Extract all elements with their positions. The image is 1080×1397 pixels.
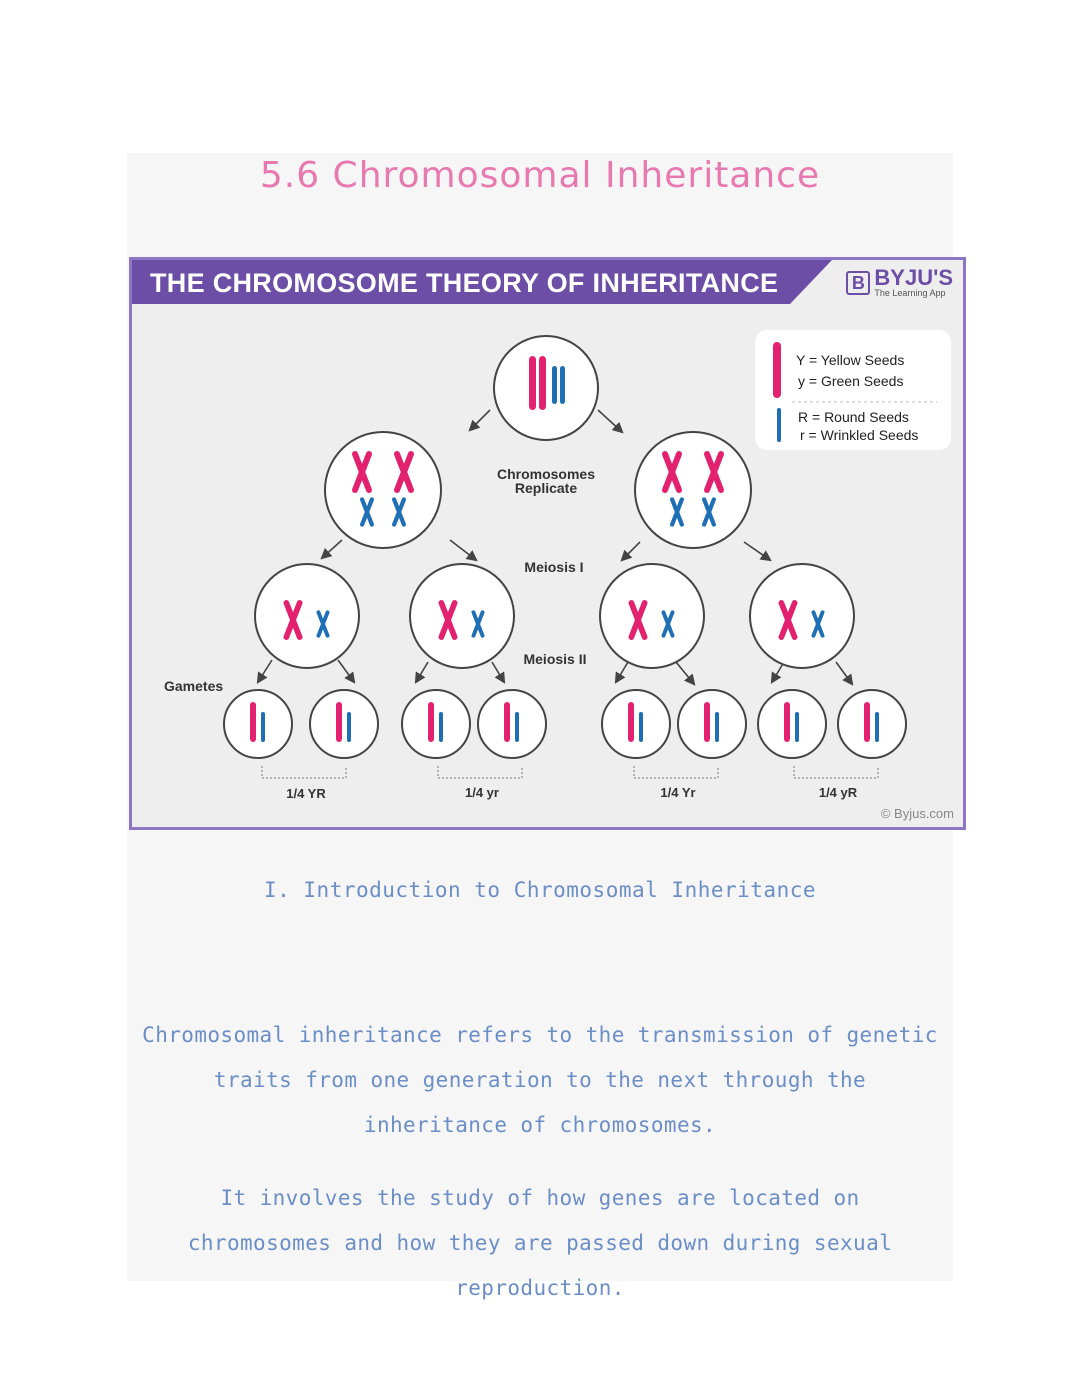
chromosome-x (702, 497, 716, 527)
chromosome-bar (784, 702, 790, 742)
cell-meiosis-1 (254, 563, 360, 669)
chromosome-x (360, 497, 374, 527)
ratio-brackets (261, 766, 879, 779)
chromosome-bar (529, 356, 536, 410)
chromosome-x (778, 600, 798, 640)
cell-replicated (324, 431, 442, 549)
cell-gamete (223, 689, 293, 759)
ratio-yr-big: 1/4 YR (286, 786, 326, 801)
cell-gamete (757, 689, 827, 759)
chromosome-bar (795, 712, 799, 742)
chromosome-bar (552, 366, 557, 404)
blue-chromosome-icon (777, 408, 781, 442)
chromosome-x (394, 451, 414, 493)
pink-chromosome-icon (773, 342, 781, 398)
chromosome-x (438, 600, 458, 640)
chromosome-x (662, 451, 682, 493)
label-gametes: Gametes (164, 678, 223, 694)
chromosome-bar (347, 712, 351, 742)
ratio-yr-small: 1/4 yr (465, 785, 499, 800)
section-heading: I. Introduction to Chromosomal Inheritan… (263, 878, 816, 902)
chromosome-bar (639, 712, 643, 742)
chromosome-figure: THE CHROMOSOME THEORY OF INHERITANCE B B… (129, 257, 966, 830)
label-replicate: Replicate (515, 480, 577, 496)
chromosome-x (316, 610, 330, 638)
chromosome-bar (336, 702, 342, 742)
chromosome-bar (875, 712, 879, 742)
legend-wrinkled: r = Wrinkled Seeds (800, 427, 918, 443)
cell-gamete (837, 689, 907, 759)
legend-yellow: Y = Yellow Seeds (796, 352, 904, 368)
chromosome-x (283, 600, 303, 640)
ratio-Yr: 1/4 Yr (660, 785, 695, 800)
cell-gamete (601, 689, 671, 759)
page-title: 5.6 Chromosomal Inheritance (259, 155, 821, 196)
ratio-yR: 1/4 yR (819, 785, 858, 800)
intro-paragraph-1: Chromosomal inheritance refers to the tr… (142, 1023, 938, 1137)
chromosome-bar (504, 702, 510, 742)
figure-banner: THE CHROMOSOME THEORY OF INHERITANCE (132, 260, 832, 304)
chromosome-x (352, 451, 372, 493)
chromosome-x (670, 497, 684, 527)
brand-name: BYJU'S (874, 265, 953, 290)
chromosome-bar (715, 712, 719, 742)
cell-gamete (309, 689, 379, 759)
chromosome-bar (439, 712, 443, 742)
label-meiosis-1: Meiosis I (524, 559, 583, 575)
chromosome-x (471, 610, 485, 638)
chromosome-bar (628, 702, 634, 742)
byjus-logo-icon: B (846, 271, 871, 295)
label-chromosomes: Chromosomes (497, 466, 595, 482)
chromosome-x (704, 451, 724, 493)
legend-round: R = Round Seeds (798, 409, 909, 425)
chromosome-bar (539, 356, 546, 410)
legend: Y = Yellow Seeds y = Green Seeds R = Rou… (755, 330, 951, 450)
cell-replicated (634, 431, 752, 549)
chromosome-bar (261, 712, 265, 742)
chromosome-x (392, 497, 406, 527)
chromosome-bar (560, 366, 565, 404)
flow-arrows (256, 409, 854, 686)
cell-meiosis-1 (599, 563, 705, 669)
cell-meiosis-1 (409, 563, 515, 669)
figure-banner-title: THE CHROMOSOME THEORY OF INHERITANCE (150, 268, 779, 298)
legend-green: y = Green Seeds (798, 373, 903, 389)
label-meiosis-2: Meiosis II (523, 651, 586, 667)
chromosome-x (661, 610, 675, 638)
chromosome-x (628, 600, 648, 640)
byjus-logo: B BYJU'S The Learning App (846, 265, 953, 298)
brand-tagline: The Learning App (874, 288, 946, 298)
inheritance-diagram: Y = Yellow Seeds y = Green Seeds R = Rou… (164, 330, 954, 821)
copyright: © Byjus.com (881, 806, 954, 821)
cell-gamete (477, 689, 547, 759)
chromosome-bar (250, 702, 256, 742)
chromosome-bar (864, 702, 870, 742)
chromosome-bar (704, 702, 710, 742)
cell-diagrams (223, 335, 907, 759)
chromosome-bar (515, 712, 519, 742)
chromosome-x (811, 610, 825, 638)
cell-meiosis-1 (749, 563, 855, 669)
cell-gamete (401, 689, 471, 759)
cell-gamete (677, 689, 747, 759)
chromosome-bar (428, 702, 434, 742)
intro-paragraph-2: It involves the study of how genes are l… (187, 1186, 893, 1300)
